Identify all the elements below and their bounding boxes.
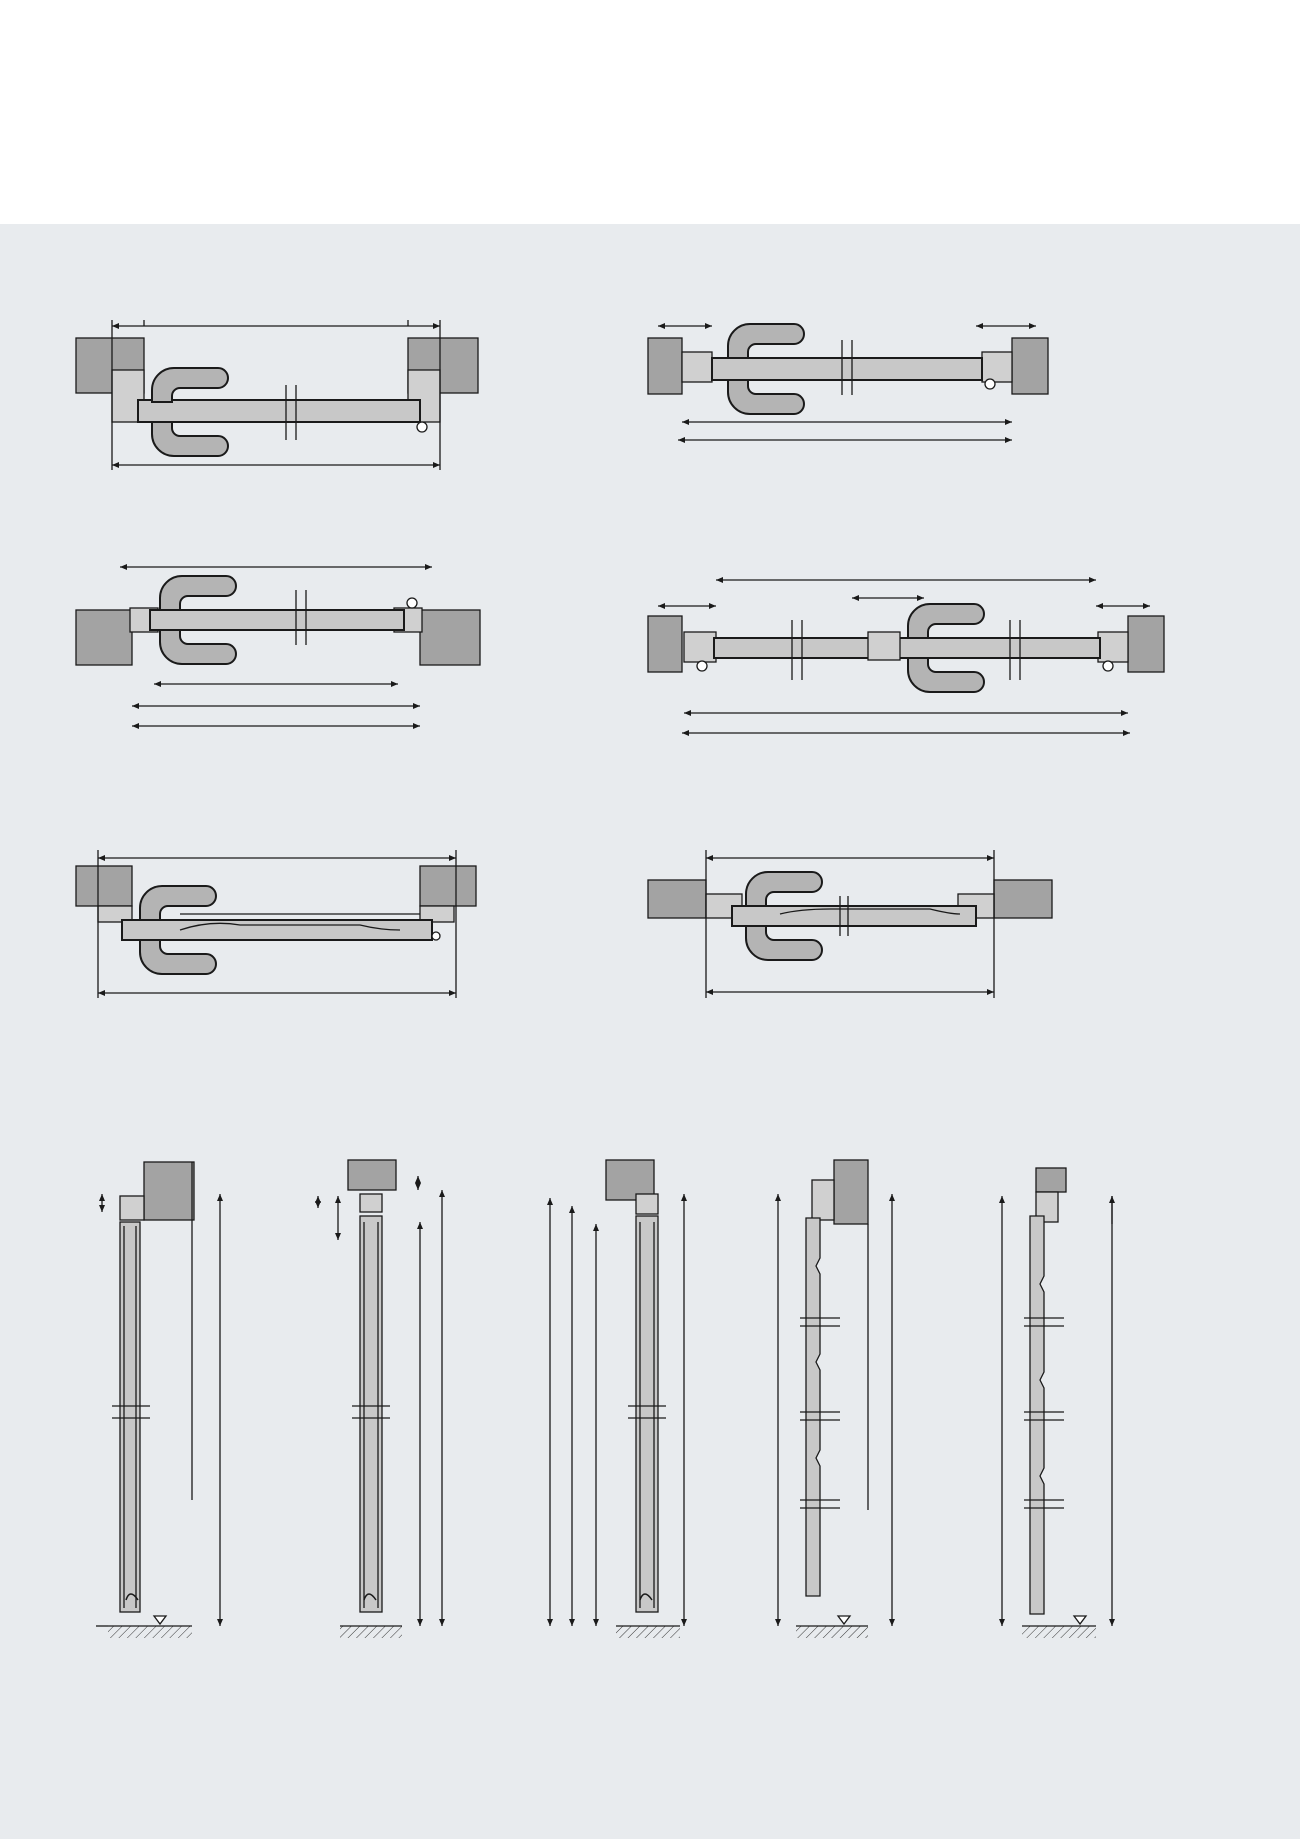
plan-single-leaf-inswing — [75, 320, 479, 470]
plan-single-leaf-flush-frame — [647, 850, 1053, 998]
plan-single-leaf-outswing — [647, 323, 1049, 443]
plan-single-leaf-angled-frame — [75, 564, 481, 729]
handle-lower — [151, 421, 229, 457]
section-4 — [775, 1159, 895, 1638]
handle-upper — [151, 367, 229, 403]
section-5 — [999, 1167, 1115, 1638]
leaf — [137, 399, 421, 423]
plan-single-leaf-surface-frame — [75, 850, 477, 998]
section-3 — [547, 1159, 687, 1638]
section-1 — [96, 1161, 223, 1638]
plan-double-leaf — [647, 577, 1165, 736]
section-2 — [315, 1159, 445, 1638]
